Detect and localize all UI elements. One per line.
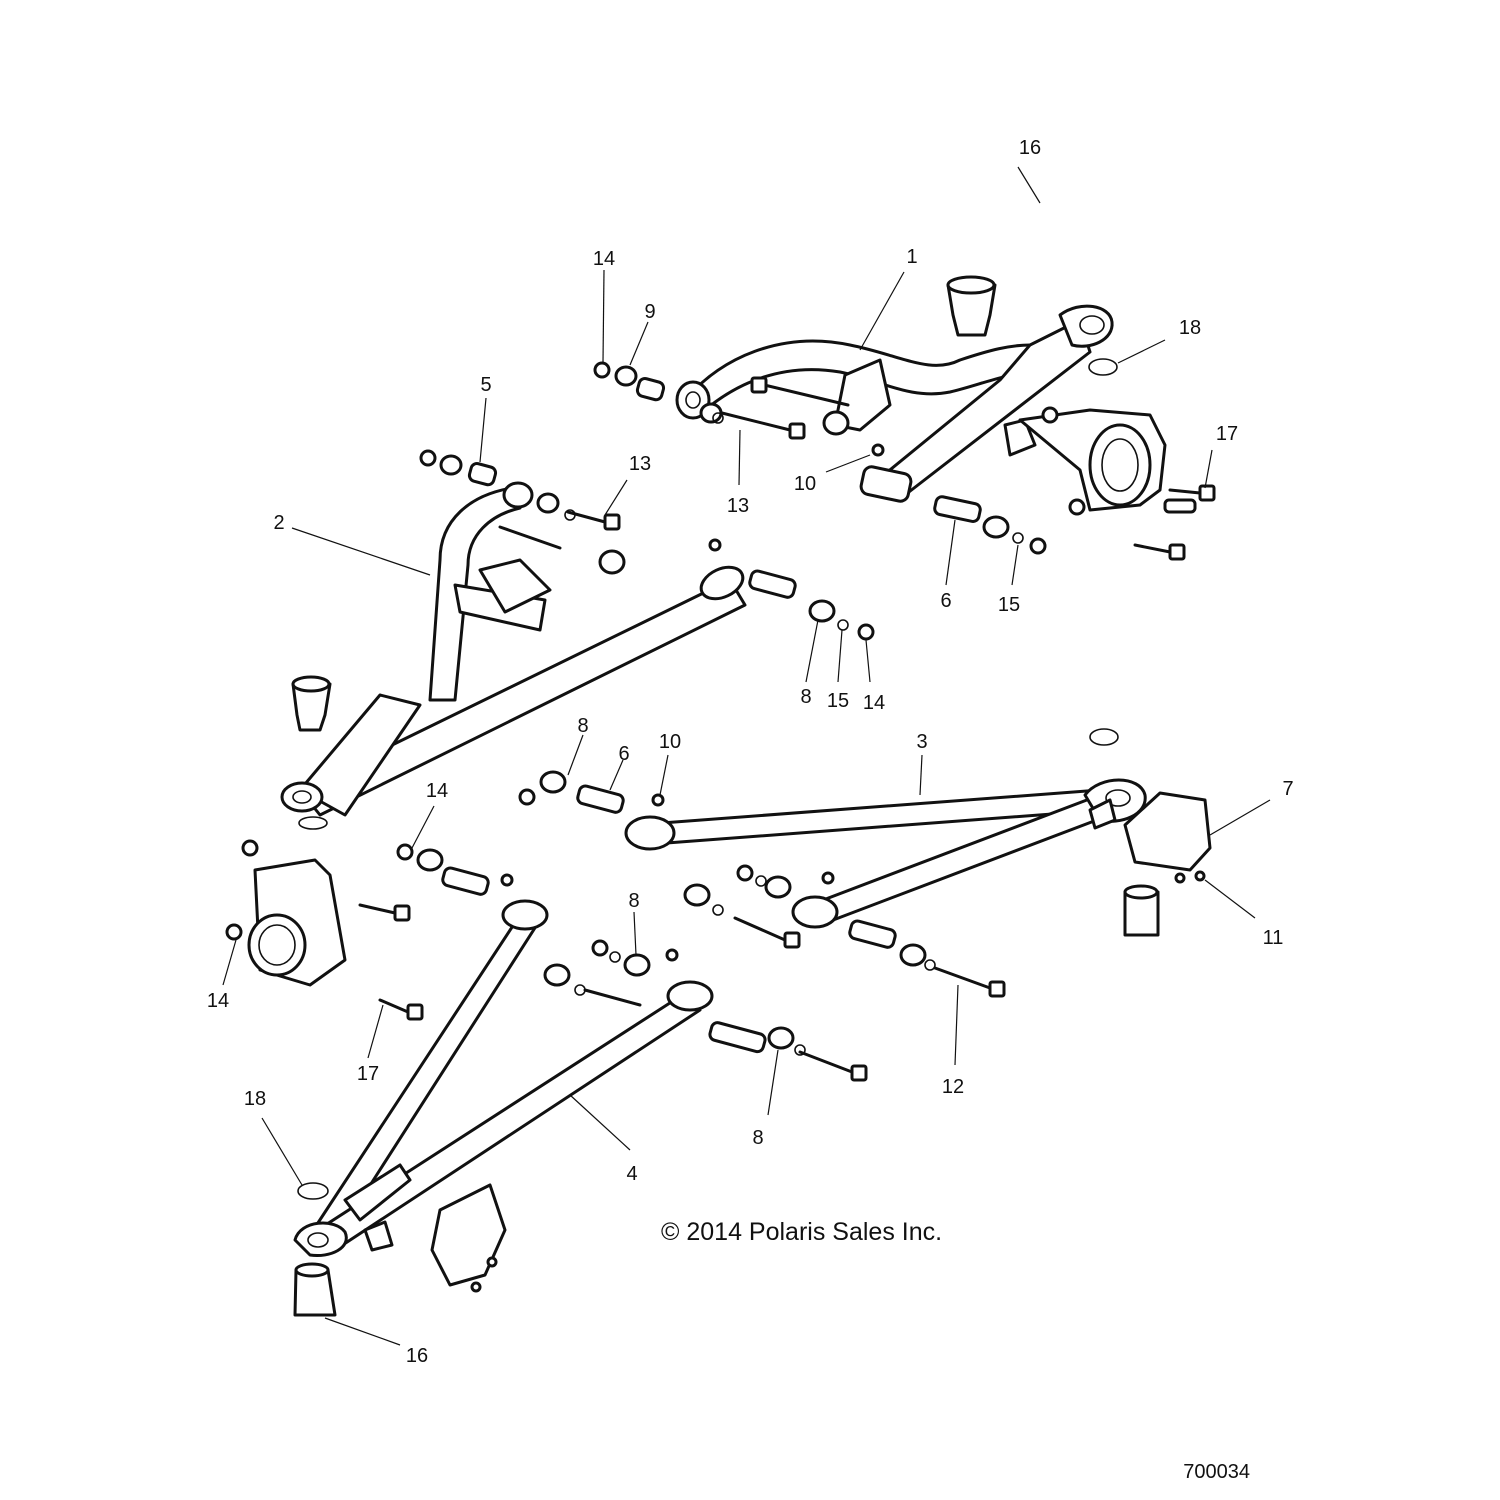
callout-18-left: 18 xyxy=(244,1088,266,1110)
ball-joint-bottom xyxy=(293,1262,337,1317)
callout-6-top: 6 xyxy=(940,590,951,612)
retaining-ring-right xyxy=(1088,358,1118,376)
ball-joint-right xyxy=(1123,884,1160,937)
ball-joint-left xyxy=(291,675,332,732)
callout-4: 4 xyxy=(626,1163,637,1185)
skid-plate-right xyxy=(1123,791,1212,872)
callout-9: 9 xyxy=(644,301,655,323)
a-arm-middle xyxy=(624,728,1147,929)
figure-number: 700034 xyxy=(1183,1461,1250,1483)
callout-11: 11 xyxy=(1263,927,1284,949)
leader-lines xyxy=(222,166,1271,1346)
callout-8-left: 8 xyxy=(577,715,588,737)
callout-10-top: 10 xyxy=(794,473,816,495)
callout-14-left: 14 xyxy=(426,780,448,802)
copyright-notice: © 2014 Polaris Sales Inc. xyxy=(661,1218,942,1246)
a-arm-left xyxy=(280,481,747,830)
callout-8-bottom: 8 xyxy=(752,1127,763,1149)
callout-16-bottom: 16 xyxy=(406,1345,428,1367)
callout-15-top: 15 xyxy=(998,594,1020,616)
bolts xyxy=(358,376,1216,1082)
steering-knuckle-right xyxy=(1018,408,1197,514)
callout-6-mid: 6 xyxy=(618,743,629,765)
callout-10-mid: 10 xyxy=(659,731,681,753)
steering-knuckle-left xyxy=(247,858,347,987)
upper-a-arm-top xyxy=(675,304,1114,503)
callout-13-left: 13 xyxy=(629,453,651,475)
callout-5: 5 xyxy=(480,374,491,396)
ball-joint-top xyxy=(946,275,997,337)
callout-14-mid: 14 xyxy=(863,692,885,714)
callout-14-bottom-left: 14 xyxy=(207,990,229,1012)
callout-2: 2 xyxy=(273,512,284,534)
callout-8-mid: 8 xyxy=(800,686,811,708)
callout-16-top: 16 xyxy=(1019,137,1041,159)
skid-plate-bottom xyxy=(430,1183,507,1287)
callout-17-right: 17 xyxy=(1216,423,1238,445)
callout-8-center: 8 xyxy=(628,890,639,912)
callout-12: 12 xyxy=(942,1076,964,1098)
callout-1: 1 xyxy=(906,246,917,268)
callout-15-mid: 15 xyxy=(827,690,849,712)
callout-14-top: 14 xyxy=(593,248,615,270)
callout-3: 3 xyxy=(916,731,927,753)
sleeves-and-bushings xyxy=(416,365,1010,1054)
a-arm-bottom xyxy=(293,899,714,1258)
callout-labels: 16 14 9 1 18 5 13 13 10 17 2 6 15 8 15 1… xyxy=(207,137,1294,1367)
callout-13-right: 13 xyxy=(727,495,749,517)
callout-7: 7 xyxy=(1282,778,1293,800)
small-hardware xyxy=(225,361,1206,1293)
callout-17-left: 17 xyxy=(357,1063,379,1085)
callout-18-right: 18 xyxy=(1179,317,1201,339)
retaining-ring-left xyxy=(297,1182,329,1200)
